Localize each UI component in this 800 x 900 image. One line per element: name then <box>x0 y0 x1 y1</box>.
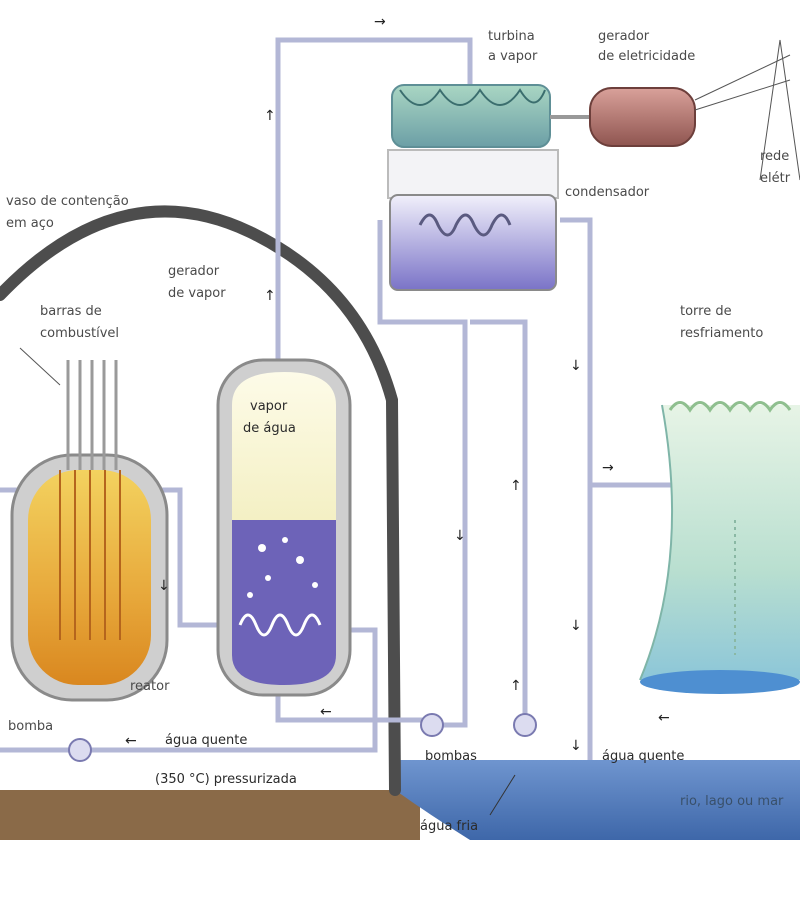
cold-water-pointer <box>489 774 516 816</box>
pipes <box>0 37 738 760</box>
label-fuel-rods-1: barras de <box>40 304 102 319</box>
label-hot-water-tower: água quente <box>602 749 684 764</box>
condenser-coil <box>418 213 512 237</box>
flow-arrow: ← <box>658 710 670 726</box>
river <box>395 760 800 840</box>
tower-basin <box>640 670 800 694</box>
pump-primary <box>68 738 92 762</box>
label-hot-water-loop: água quente <box>165 733 247 748</box>
fuel-rod-pointer <box>19 347 61 386</box>
cooling-tower <box>639 401 800 694</box>
label-cooling-tower-2: resfriamento <box>680 326 763 341</box>
steam-pipe <box>275 37 473 360</box>
label-grid-2: elétr <box>760 171 791 186</box>
condenser-body <box>389 194 557 291</box>
flow-arrow: ↓ <box>570 618 582 634</box>
flow-arrow: ↑ <box>510 678 522 694</box>
label-turbine-1: turbina <box>488 29 535 44</box>
heat-exchanger-coil <box>238 613 322 637</box>
label-containment-2: em aço <box>6 216 54 231</box>
flow-arrow: ↓ <box>158 578 170 594</box>
condensate-pipe <box>377 220 468 728</box>
label-cooling-tower-1: torre de <box>680 304 732 319</box>
label-steam-1: vapor <box>250 399 288 414</box>
feedwater-pipe <box>275 690 425 723</box>
condenser <box>387 149 559 291</box>
turbine-blades <box>399 88 546 106</box>
steam-space <box>232 372 336 520</box>
pump-cooling <box>513 713 537 737</box>
flow-arrow: → <box>602 460 614 476</box>
flow-arrow: ↓ <box>570 358 582 374</box>
flow-arrow: → <box>374 14 386 30</box>
pumps <box>68 713 537 816</box>
label-grid-1: rede <box>760 149 789 164</box>
flow-arrows: → ↑ ↑ ↓ ← ← ↓ ↑ ↑ ↓ ↓ ↓ → ← <box>125 14 670 754</box>
flow-arrow: ← <box>320 704 332 720</box>
label-reactor: reator <box>130 679 170 694</box>
power-lines <box>694 39 800 181</box>
label-turbine-2: a vapor <box>488 49 538 64</box>
tower-vapor <box>668 401 792 413</box>
tower-edge <box>639 404 674 681</box>
flow-arrow: ↑ <box>510 478 522 494</box>
fuel-rod-lines <box>59 470 121 640</box>
generator <box>589 87 696 147</box>
flow-arrow: ↑ <box>264 288 276 304</box>
label-cold-water: água fria <box>420 819 478 834</box>
label-river: rio, lago ou mar <box>680 794 784 809</box>
turbine <box>391 84 590 148</box>
label-steam-generator-1: gerador <box>168 264 220 279</box>
tower-body <box>640 405 800 680</box>
label-pumps: bombas <box>425 749 477 764</box>
label-containment-1: vaso de contenção <box>6 194 129 209</box>
labels: turbina a vapor gerador de eletricidade … <box>6 29 791 834</box>
flow-arrow: ↓ <box>570 738 582 754</box>
condenser-top <box>387 149 559 199</box>
cooling-out-pipe <box>560 217 593 760</box>
cold-water-pipe <box>470 319 528 725</box>
label-generator-1: gerador <box>598 29 650 44</box>
flow-arrow: ← <box>125 733 137 749</box>
label-generator-2: de eletricidade <box>598 49 695 64</box>
water-space <box>232 520 336 685</box>
label-steam-2: de água <box>243 421 296 436</box>
flow-arrow: ↑ <box>264 108 276 124</box>
bubbles <box>247 537 318 598</box>
turbine-body <box>391 84 551 148</box>
reactor <box>10 347 169 702</box>
ground <box>0 790 420 840</box>
bottom-margin <box>0 840 800 900</box>
flow-arrow: ↓ <box>454 528 466 544</box>
label-condenser: condensador <box>565 185 650 200</box>
containment-dome <box>0 205 401 796</box>
label-pump: bomba <box>8 719 53 734</box>
primary-return-pipe <box>0 627 378 753</box>
pump-feedwater <box>420 713 444 737</box>
label-fuel-rods-2: combustível <box>40 326 119 341</box>
steam-generator <box>216 358 352 697</box>
control-rods <box>66 360 118 470</box>
label-steam-generator-2: de vapor <box>168 286 226 301</box>
label-pressurized: (350 °C) pressurizada <box>155 772 297 787</box>
